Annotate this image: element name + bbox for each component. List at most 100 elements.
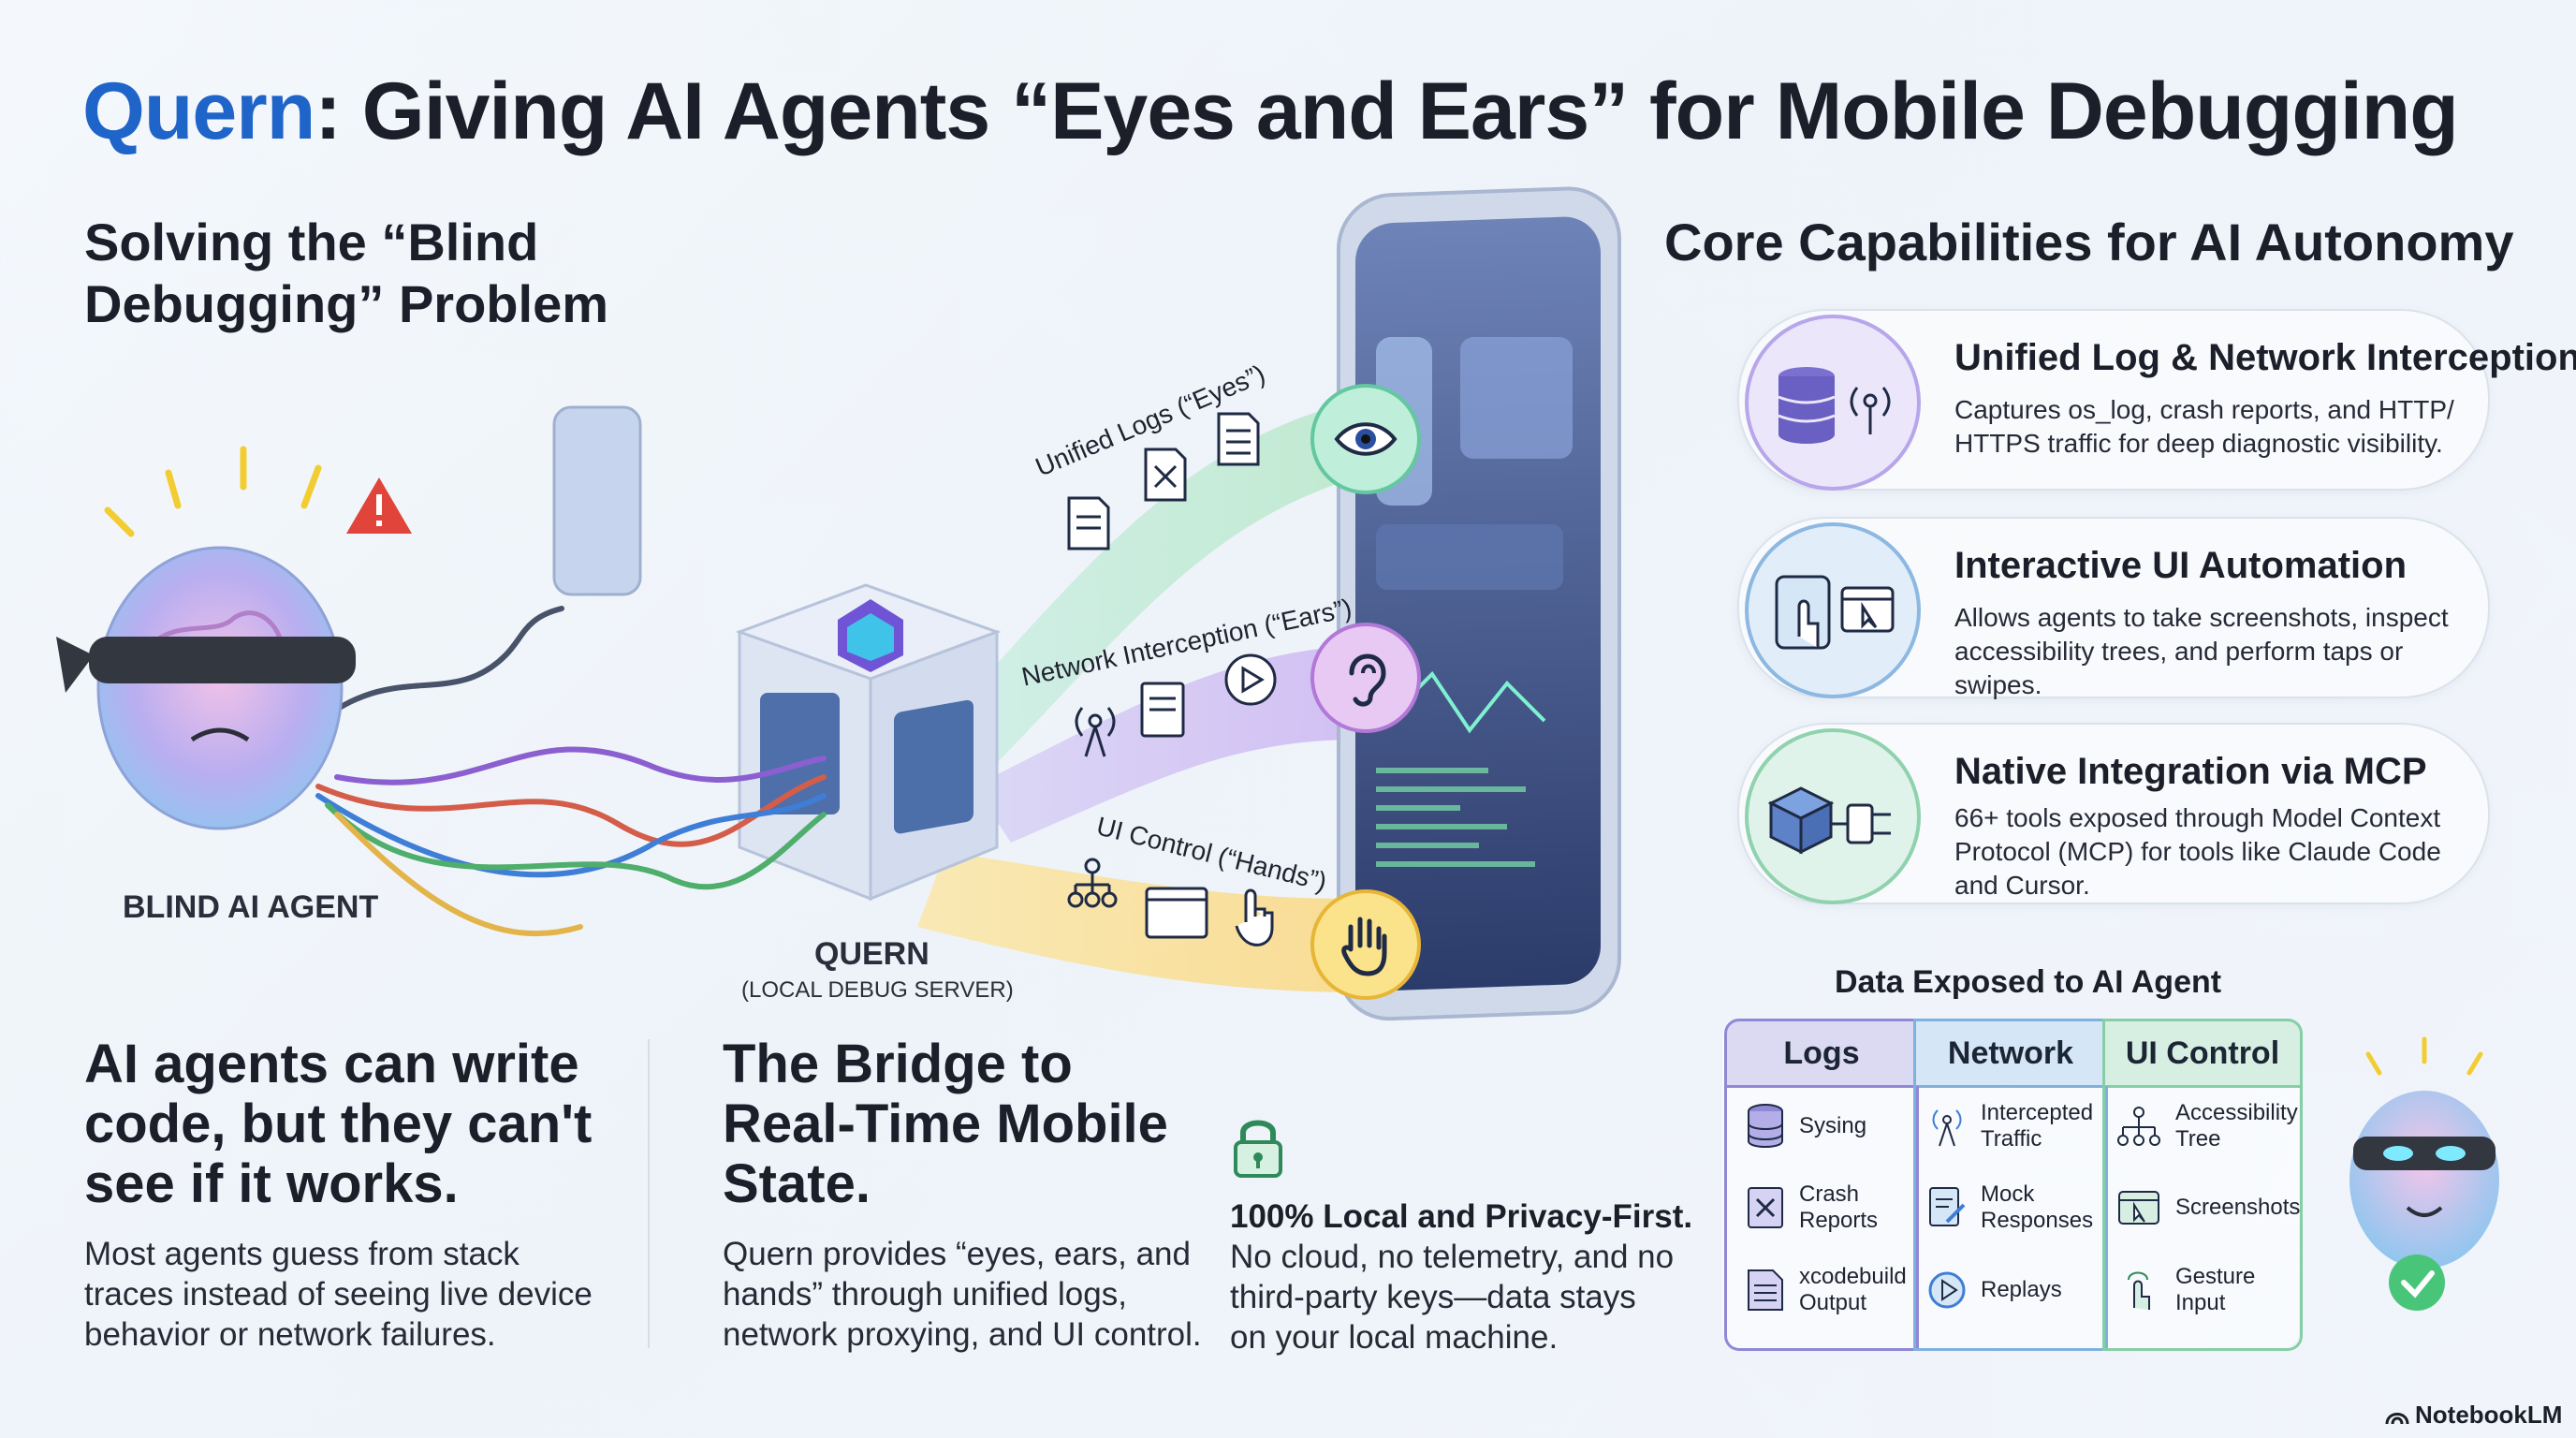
body-line: hands” through unified logs, [723,1276,1127,1313]
row-label: Gesture [2175,1264,2256,1289]
body-line: Quern provides “eyes, ears, and [723,1236,1191,1272]
statement-line: AI agents can write [84,1034,579,1094]
capability-title: Unified Log & Network Interception [1954,337,2576,378]
server-label: QUERN [814,936,929,972]
row-label: xcodebuild [1799,1264,1907,1289]
desc-line: Allows agents to take screenshots, inspe… [1954,603,2449,632]
row-label: Sysing [1799,1113,1867,1138]
capability-desc: Allows agents to take screenshots, inspe… [1954,601,2488,702]
document-icon [1748,1269,1783,1311]
divider [648,1039,650,1348]
capability-title: Interactive UI Automation [1954,545,2408,586]
data-table-title: Data Exposed to AI Agent [1835,964,2222,1000]
capability-desc: Captures os_log, crash reports, and HTTP… [1954,393,2479,461]
blind-agent-label: BLIND AI AGENT [123,889,379,925]
row-label: Intercepted [1981,1100,2094,1125]
desc-line: accessibility trees, and perform taps or… [1954,637,2404,699]
row-label: Screenshots [2175,1195,2301,1220]
edit-doc-icon [1929,1187,1966,1226]
capability-card: Unified Log & Network Interception Captu… [1737,309,2576,491]
ui-control-icons [1067,858,1274,946]
table-header-logs: Logs [1724,1019,1919,1088]
notebooklm-logo: NotebookLM [2385,1401,2562,1430]
desc-line: Captures os_log, crash reports, and HTTP… [1954,395,2454,424]
play-icon [1928,1271,1966,1309]
desc-line: HTTPS traffic for deep diagnostic visibi… [1954,429,2443,458]
desc-line: 66+ tools exposed through Model Context [1954,803,2441,832]
screenshot-icon [2118,1191,2159,1225]
row-label: Crash [1799,1181,1860,1207]
capabilities-heading: Core Capabilities for AI Autonomy [1664,213,2514,271]
table-column-logs [1724,1086,1919,1351]
log-file-icons [1067,412,1260,550]
row-label: Input [2175,1290,2226,1315]
problem-heading-line: Solving the “Blind [84,213,539,271]
body-line: Most agents guess from stack [84,1236,520,1272]
logo-text: NotebookLM [2415,1401,2563,1429]
tap-cursor-icon [1745,522,1921,698]
table-header-network: Network [1913,1019,2108,1088]
problem-statement: AI agents can write code, but they can't… [84,1034,592,1214]
antenna-icon [1932,1109,1962,1147]
network-icons [1075,653,1277,757]
body-line: traces instead of seeing live device [84,1276,593,1313]
title-text: : Giving AI Agents “Eyes and Ears” for M… [315,66,2459,156]
row-label: Reports [1799,1208,1879,1233]
desc-line: and Cursor. [1954,871,2090,900]
capability-title: Native Integration via MCP [1954,751,2427,792]
capability-card: Interactive UI Automation Allows agents … [1737,517,2490,699]
notebooklm-icon [2385,1412,2409,1424]
row-label: Output [1799,1290,1867,1315]
bridge-heading-line: State. [723,1153,871,1214]
happy-agent-illustration [2349,1036,2499,1311]
row-label: Responses [1981,1208,2094,1233]
ear-icon [1310,623,1421,733]
capability-card: Native Integration via MCP 66+ tools exp… [1737,723,2490,904]
eye-icon [1310,384,1421,494]
row-label: Accessibility [2175,1100,2298,1125]
row-label: Traffic [1981,1126,2042,1152]
gesture-icon [2128,1271,2150,1310]
table-row: Screenshots [2115,1181,2300,1234]
body-line: third-party keys—data stays [1230,1279,1636,1315]
row-label: Mock [1981,1181,2035,1207]
hand-icon [1310,889,1421,1000]
desc-line: Protocol (MCP) for tools like Claude Cod… [1954,837,2441,866]
database-antenna-icon [1745,315,1921,491]
lock-icon [1234,1120,1282,1178]
server-sublabel: (LOCAL DEBUG SERVER) [741,977,1014,1003]
body-line: No cloud, no telemetry, and no [1230,1239,1675,1275]
tree-icon [2117,1107,2160,1146]
bridge-heading-line: Real-Time Mobile [723,1093,1168,1154]
problem-heading: Solving the “Blind Debugging” Problem [84,212,608,335]
row-label: Replays [1981,1277,2062,1302]
body-line: behavior or network failures. [84,1316,496,1353]
privacy-note: 100% Local and Privacy-First. No cloud, … [1230,1196,1692,1357]
table-header-ui-control: UI Control [2102,1019,2303,1088]
cube-plug-icon [1745,728,1921,904]
table-row: Sysing [1745,1100,1866,1152]
capability-desc: 66+ tools exposed through Model Context … [1954,801,2479,902]
problem-heading-line: Debugging” Problem [84,274,608,333]
brand-name: Quern [82,66,315,156]
privacy-bold: 100% Local and Privacy-First. [1230,1198,1693,1235]
bridge-heading: The Bridge to Real-Time Mobile State. [723,1034,1168,1214]
body-line: network proxying, and UI control. [723,1316,1202,1353]
bridge-heading-line: The Bridge to [723,1034,1073,1094]
row-label: Tree [2175,1126,2221,1152]
body-line: on your local machine. [1230,1319,1559,1356]
table-column-network [1913,1086,2108,1351]
crash-icon [1748,1187,1783,1228]
problem-body: Most agents guess from stack traces inst… [84,1234,593,1355]
statement-line: see if it works. [84,1153,459,1214]
table-column-ui-control [2102,1086,2303,1351]
database-icon [1748,1104,1783,1148]
statement-line: code, but they can't [84,1093,593,1154]
bridge-body: Quern provides “eyes, ears, and hands” t… [723,1234,1202,1355]
